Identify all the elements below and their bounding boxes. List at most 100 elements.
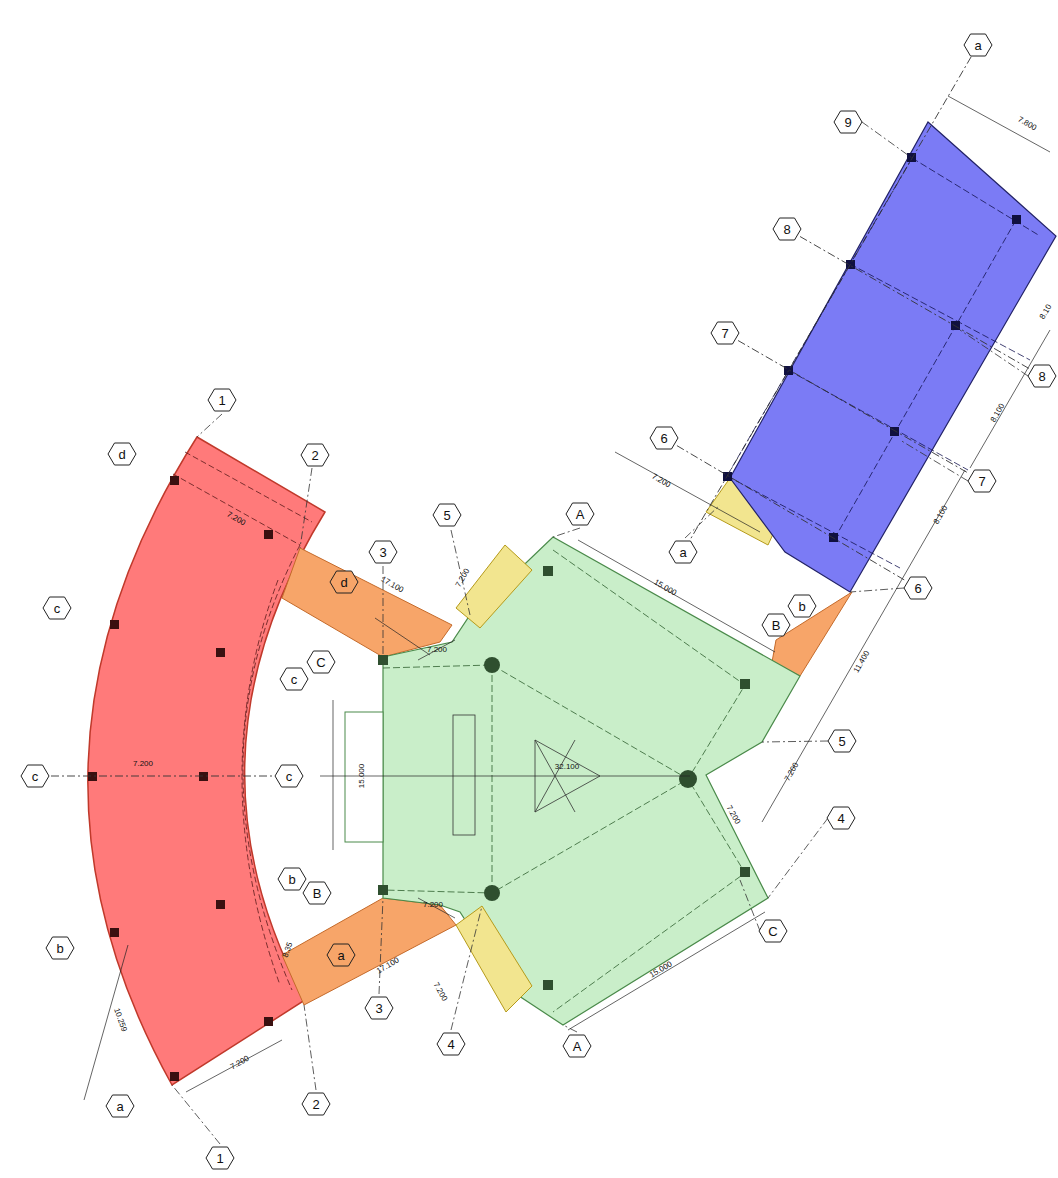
- grid-label: 3: [379, 546, 386, 559]
- grid-bubble: A: [562, 1034, 592, 1058]
- grid-label: d: [118, 448, 125, 461]
- grid-bubble: a: [105, 1094, 135, 1118]
- grid-bubble: 7: [967, 469, 997, 493]
- grid-label: 5: [443, 509, 450, 522]
- grid-bubble: B: [302, 881, 332, 905]
- dimension-text: 7.200: [650, 473, 671, 490]
- stair: [456, 545, 532, 628]
- grid-label: 8: [1038, 370, 1045, 383]
- dimension-text: 11.400: [853, 650, 872, 675]
- hexagon: [759, 920, 787, 942]
- straight-wing: [730, 122, 1056, 592]
- hexagon: [904, 577, 932, 599]
- grid-bubble: 6: [649, 426, 679, 450]
- grid-label: c: [286, 770, 293, 783]
- dimension-lines: [84, 96, 1050, 1100]
- dimension-text: 7.200: [229, 1055, 250, 1072]
- hexagon: [834, 111, 862, 133]
- hexagon: [563, 1035, 591, 1057]
- link-band: [282, 548, 452, 657]
- columns: [723, 153, 1021, 542]
- dimension-text: 7.200: [784, 761, 801, 782]
- grid-bubble: 2: [300, 443, 330, 467]
- grid-label: 8: [783, 223, 790, 236]
- grid-bubble: c: [20, 764, 50, 788]
- grid-bubble: b: [787, 594, 817, 618]
- grid-bubble: a: [963, 33, 993, 57]
- grid-label: 7: [721, 327, 728, 340]
- hexagon: [278, 868, 306, 890]
- grid-bubble: d: [329, 570, 359, 594]
- dimension-text: 8.100: [933, 504, 950, 525]
- beam-lines: [173, 452, 312, 990]
- grid-label: a: [679, 546, 686, 559]
- hexagon: [43, 597, 71, 619]
- hexagon: [365, 997, 393, 1019]
- grid-bubble: b: [45, 936, 75, 960]
- grid-label: d: [340, 576, 347, 589]
- hexagon: [275, 765, 303, 787]
- grid-line: [800, 237, 1029, 369]
- grid-label: B: [313, 887, 322, 900]
- dimension-text: 7.200: [432, 981, 449, 1002]
- hexagon: [280, 668, 308, 690]
- grid-bubble: B: [761, 613, 791, 637]
- grid-bubble: 8: [772, 217, 802, 241]
- grid-bubble: 8: [1027, 364, 1057, 388]
- grid-label: a: [116, 1100, 123, 1113]
- hexagon: [828, 730, 856, 752]
- hexagon: [330, 571, 358, 593]
- opening: [453, 715, 475, 835]
- grid-bubble: 2: [301, 1092, 331, 1116]
- grid-bubble: a: [668, 540, 698, 564]
- hexagon: [968, 470, 996, 492]
- hexagon: [208, 389, 236, 411]
- hexagon: [302, 1093, 330, 1115]
- grid-label: 2: [311, 449, 318, 462]
- stair: [456, 906, 532, 1012]
- dimension-text: 10.259: [112, 1007, 128, 1033]
- grid-label: b: [798, 600, 805, 613]
- grid-bubble: c: [42, 596, 72, 620]
- hexagon: [369, 541, 397, 563]
- grid-bubble: a: [326, 943, 356, 967]
- grid-label: 4: [837, 812, 844, 825]
- grid-bubble: b: [277, 867, 307, 891]
- grid-bubble: 4: [436, 1032, 466, 1056]
- hexagon: [307, 651, 335, 673]
- dimension-text: 7.200: [133, 760, 153, 768]
- grid-bubble: 3: [368, 540, 398, 564]
- hexagon: [106, 1095, 134, 1117]
- grid-lines: [172, 122, 1028, 1144]
- grid-label: c: [291, 673, 298, 686]
- dimension-text: 7.800: [1016, 116, 1037, 133]
- hexagon: [827, 807, 855, 829]
- hexagon: [303, 882, 331, 904]
- dimension-text: 7.200: [455, 567, 472, 588]
- grid-label: 5: [838, 735, 845, 748]
- grid-label: 1: [218, 394, 225, 407]
- beam-lines: [727, 158, 1040, 568]
- grid-label: b: [56, 942, 63, 955]
- hexagon: [762, 614, 790, 636]
- grid-bubble: A: [565, 502, 595, 526]
- dimension-text: 15.000: [358, 764, 366, 788]
- columns: [378, 566, 750, 990]
- grid-label: B: [772, 619, 781, 632]
- grid-label: 6: [660, 432, 667, 445]
- grid-label: c: [54, 602, 61, 615]
- grid-bubble: 7: [710, 321, 740, 345]
- grid-label: c: [32, 770, 39, 783]
- grid-label: b: [288, 873, 295, 886]
- beam-lines: [383, 550, 745, 1012]
- hexagon: [46, 937, 74, 959]
- grid-bubble: C: [758, 919, 788, 943]
- grid-label: 2: [312, 1098, 319, 1111]
- hexagon: [301, 444, 329, 466]
- hexagon: [964, 34, 992, 56]
- grid-bubble: 1: [207, 388, 237, 412]
- grid-bubble: 1: [205, 1146, 235, 1170]
- grid-line: [51, 776, 273, 777]
